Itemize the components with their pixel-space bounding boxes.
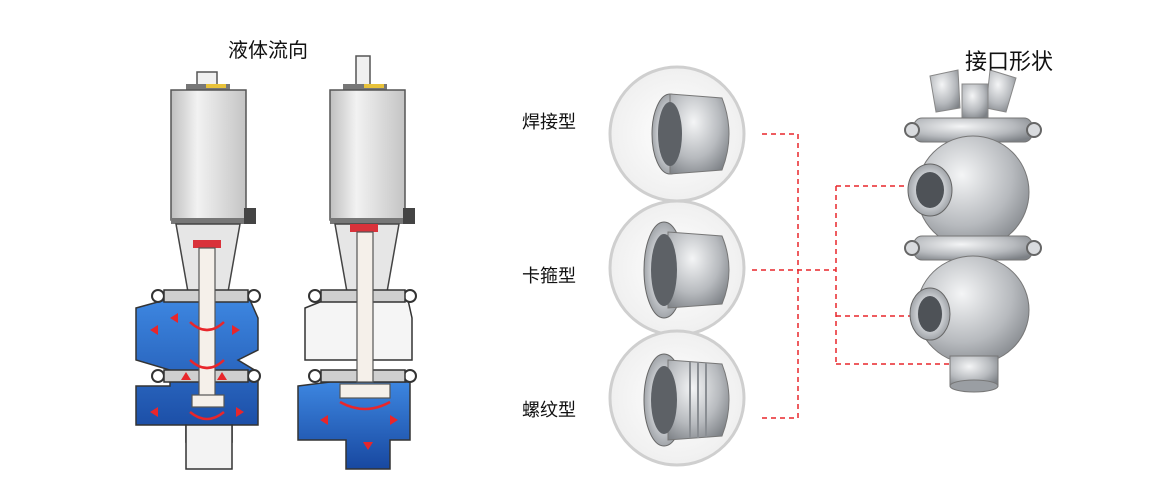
connection-clamp-image	[608, 199, 746, 337]
dashed-connector-lines	[752, 133, 958, 419]
flow-arrow-icon	[320, 415, 398, 450]
flow-arrow-icon	[150, 313, 244, 417]
connection-label-thread: 螺纹型	[522, 400, 576, 421]
connection-thread-image	[608, 329, 746, 467]
flow-direction-title: 液体流向	[228, 38, 308, 62]
valve-photo	[904, 69, 1042, 393]
connection-label-clamp: 卡箍型	[522, 266, 576, 287]
valve-left	[135, 71, 261, 470]
valve-right	[297, 55, 417, 470]
connection-weld-image	[608, 65, 746, 203]
connection-label-weld: 焊接型	[522, 112, 576, 133]
connection-shape-title: 接口形状	[965, 50, 1054, 75]
